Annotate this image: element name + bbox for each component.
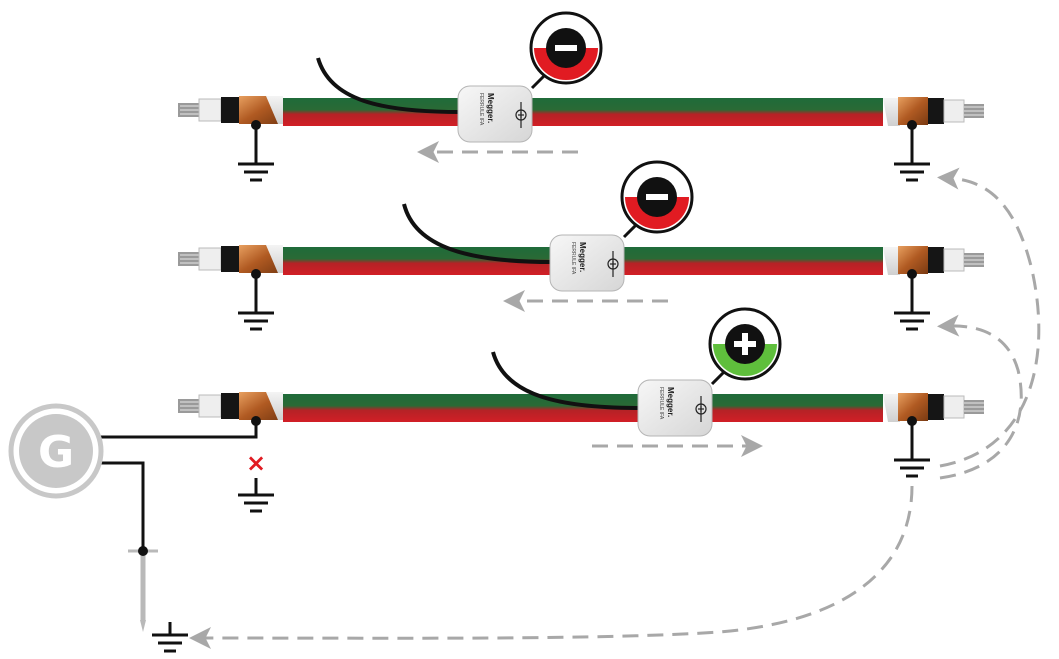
polarity-negative-icon	[620, 160, 694, 234]
cable-body	[283, 394, 883, 422]
return-arrow-ground	[189, 485, 914, 650]
cable-end-left-icon	[178, 96, 283, 124]
sensor-lead	[491, 351, 641, 410]
sensor-model: FERRULE IFA	[570, 242, 576, 275]
cable-end-left-icon	[178, 392, 283, 420]
sensor-lead	[402, 203, 553, 264]
cable-end-right-icon	[883, 97, 984, 126]
current-sensor: Megger. FERRULE IFA	[549, 234, 625, 292]
open-ground-mark: ×	[246, 449, 266, 477]
ground-right-icon	[894, 269, 930, 331]
ground-left-icon	[238, 269, 274, 331]
ground-left-icon	[238, 120, 274, 182]
return-paths	[189, 167, 1041, 650]
polarity-negative-icon	[529, 11, 603, 85]
polarity-positive-icon	[708, 307, 782, 381]
cable-end-right-icon	[883, 246, 984, 275]
current-sensor: Megger. FERRULE IFA	[637, 379, 713, 437]
cable-end-right-icon	[883, 393, 984, 422]
current-sensor: Megger. FERRULE IFA	[457, 85, 533, 143]
sensor-brand: Megger.	[666, 387, 675, 417]
earth-rod-icon	[128, 546, 158, 632]
sensor-lead	[316, 57, 461, 114]
sensor-model: FERRULE IFA	[658, 387, 664, 420]
generator-icon: G	[8, 403, 104, 499]
ground-right-icon	[894, 120, 930, 182]
cable-top: Megger. FERRULE IFA	[178, 11, 984, 182]
sensor-brand: Megger.	[486, 93, 495, 123]
ground-right-icon	[894, 416, 930, 478]
sensor-brand: Megger.	[578, 242, 587, 272]
cable-end-left-icon	[178, 245, 283, 273]
cable-middle: Megger. FERRULE IFA	[178, 160, 984, 331]
generator-label: G	[38, 427, 74, 478]
ground-remote-icon	[152, 622, 188, 653]
return-arrow-middle	[937, 314, 1023, 480]
cable-bottom: × Megger. FERRULE IFA	[178, 307, 984, 513]
feed-wires	[98, 421, 258, 551]
cable-body	[283, 98, 883, 126]
sensor-model: FERRULE IFA	[478, 93, 484, 126]
ground-disconnected-icon	[238, 478, 274, 513]
return-arrow-top	[937, 167, 1041, 468]
